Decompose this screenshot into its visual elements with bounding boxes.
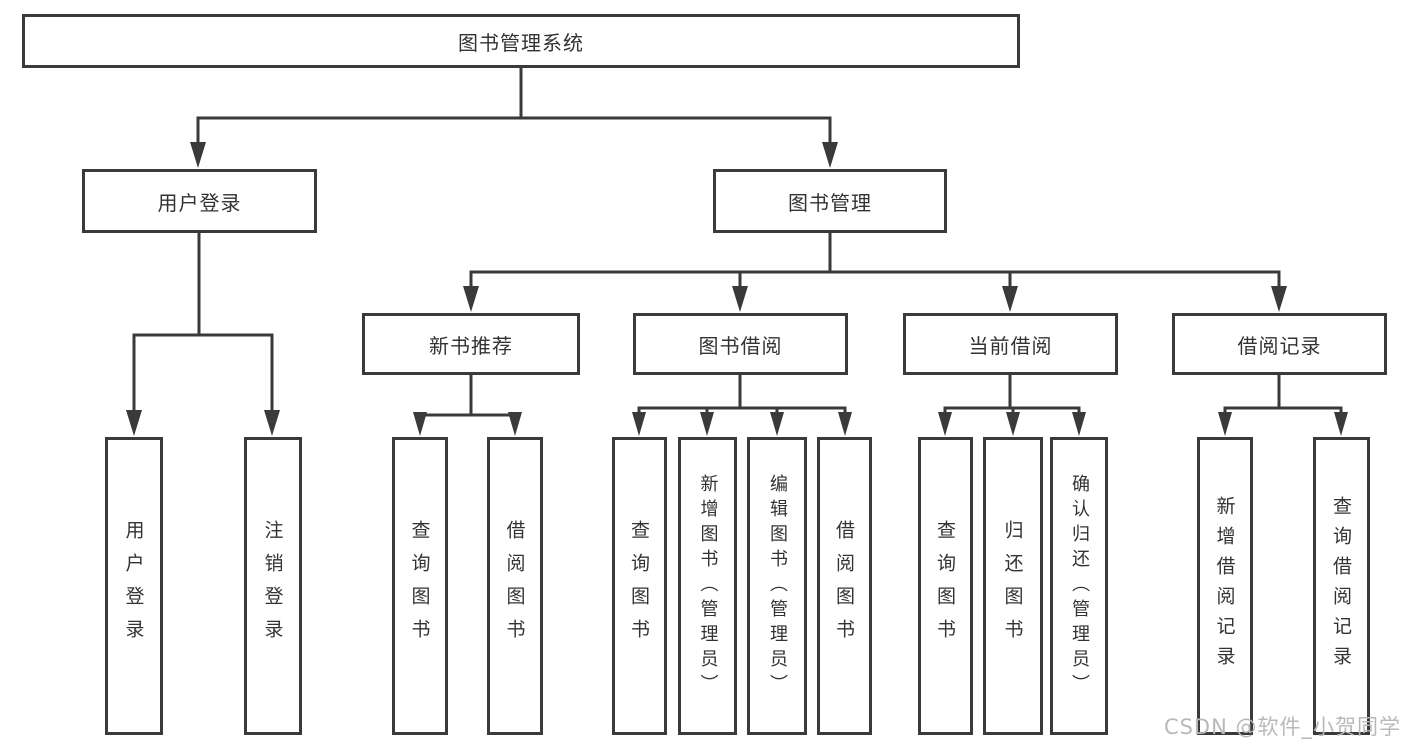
node-current-borrow: 当前借阅 (903, 313, 1118, 375)
leaf-logout: 注销登录 (244, 437, 302, 735)
node-root-library-system: 图书管理系统 (22, 14, 1020, 68)
leaf-user-login: 用户登录 (105, 437, 163, 735)
csdn-watermark: CSDN @软件_小贺同学 (1163, 715, 1401, 739)
node-book-management: 图书管理 (713, 169, 947, 233)
leaf-add-borrow-record: 新增借阅记录 (1197, 437, 1253, 735)
leaf-query-books-current: 查询图书 (918, 437, 973, 735)
leaf-add-books-admin: 新增图书（管理员） (678, 437, 737, 735)
leaf-return-books: 归还图书 (983, 437, 1043, 735)
leaf-edit-books-admin: 编辑图书（管理员） (747, 437, 807, 735)
leaf-confirm-return-admin: 确认归还（管理员） (1050, 437, 1108, 735)
node-book-borrow: 图书借阅 (633, 313, 848, 375)
node-borrow-records: 借阅记录 (1172, 313, 1387, 375)
node-user-login: 用户登录 (82, 169, 317, 233)
leaf-query-borrow-record: 查询借阅记录 (1313, 437, 1370, 735)
leaf-borrow-books: 借阅图书 (817, 437, 872, 735)
leaf-query-books-recommend: 查询图书 (392, 437, 448, 735)
leaf-borrow-books-recommend: 借阅图书 (487, 437, 543, 735)
leaf-query-books-borrow: 查询图书 (612, 437, 667, 735)
node-new-book-recommend: 新书推荐 (362, 313, 580, 375)
